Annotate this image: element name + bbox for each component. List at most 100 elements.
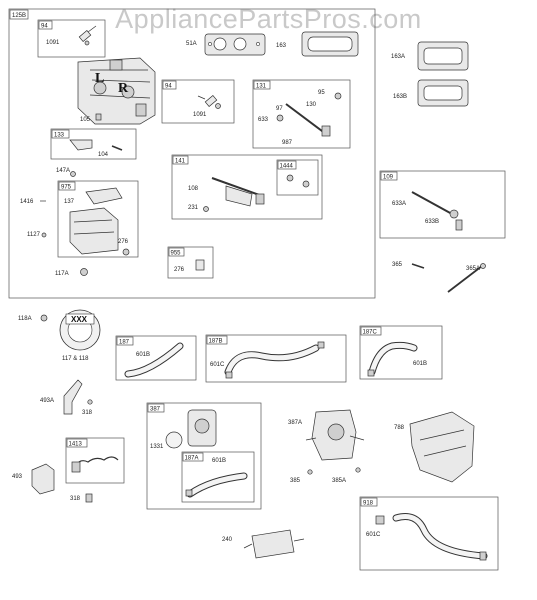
stud-365a xyxy=(447,263,486,293)
gasket-163b xyxy=(417,79,469,107)
box-141 xyxy=(171,154,323,220)
label-97: 97 xyxy=(276,106,283,112)
label-95: 95 xyxy=(318,90,325,96)
needle-valve-part xyxy=(78,25,97,46)
label-133: 133 xyxy=(54,133,65,139)
label-51a: 51A xyxy=(186,41,197,47)
carburetor-body: L R xyxy=(77,57,156,125)
label-385: 385 xyxy=(290,478,301,484)
box-387 xyxy=(146,402,262,510)
label-118a: 118A xyxy=(18,316,32,322)
bracket-493 xyxy=(31,463,55,495)
box-133 xyxy=(50,128,137,160)
choke-shaft-141 xyxy=(203,174,310,212)
label-1416: 1416 xyxy=(20,199,34,205)
label-94-top: 94 xyxy=(41,24,48,30)
bracket-493a xyxy=(63,379,83,415)
box-1413 xyxy=(65,437,125,484)
label-601c-b: 601C xyxy=(366,532,381,538)
bracket-788 xyxy=(409,411,475,483)
label-987: 987 xyxy=(282,140,293,146)
label-633: 633 xyxy=(258,117,269,123)
shaft-109 xyxy=(411,191,463,231)
label-163a: 163A xyxy=(391,54,405,60)
label-385a: 385A xyxy=(332,478,346,484)
label-1444: 1444 xyxy=(280,164,294,170)
label-163b: 163B xyxy=(393,94,407,100)
fuel-filter-240 xyxy=(243,529,305,559)
label-601b-b: 601B xyxy=(413,361,427,367)
label-187c: 187C xyxy=(363,330,378,336)
label-L: L xyxy=(95,71,104,86)
label-240: 240 xyxy=(222,537,233,543)
label-975: 975 xyxy=(61,185,72,191)
needle-valve-part-2 xyxy=(197,94,221,109)
label-601b-a: 601B xyxy=(136,352,150,358)
label-1127: 1127 xyxy=(27,232,41,238)
label-387a: 387A xyxy=(288,420,302,426)
label-318-b: 318 xyxy=(70,496,81,502)
label-187a: 187A xyxy=(185,456,199,462)
hose-918 xyxy=(375,513,488,561)
gasket-kit-117-118: XXX xyxy=(59,309,101,351)
box-109 xyxy=(379,170,506,239)
label-601b-c: 601B xyxy=(212,458,226,464)
label-276-a: 276 xyxy=(118,239,129,245)
label-955: 955 xyxy=(171,251,182,257)
label-104: 104 xyxy=(98,152,109,158)
box-187c xyxy=(359,325,443,380)
label-117a: 117A xyxy=(55,271,69,277)
label-187: 187 xyxy=(119,340,130,346)
float-bowl-975 xyxy=(69,187,130,256)
label-365a: 365A xyxy=(466,266,480,272)
box-187 xyxy=(115,335,197,381)
box-131 xyxy=(252,79,351,149)
bolt-365 xyxy=(411,263,425,269)
spring-1413 xyxy=(71,456,119,473)
label-276-b: 276 xyxy=(174,267,185,273)
label-601c: 601C xyxy=(210,362,225,368)
fuel-pump-cover-387 xyxy=(165,409,217,449)
gasket-51a xyxy=(204,33,266,56)
label-187b: 187B xyxy=(209,339,223,345)
label-131: 131 xyxy=(256,84,267,90)
label-318-a: 318 xyxy=(82,410,93,416)
gasket-163a xyxy=(417,41,469,71)
hose-187 xyxy=(124,342,184,378)
label-493a: 493A xyxy=(40,398,54,404)
label-117-and-118: 117 & 118 xyxy=(62,356,89,362)
throttle-shaft-131 xyxy=(276,92,342,137)
label-633a: 633A xyxy=(392,201,406,207)
group-125b: 125B 94 1091 L R 105 51A xyxy=(8,8,376,299)
label-633b: 633B xyxy=(425,219,439,225)
bracket-133 xyxy=(69,139,123,151)
label-387: 387 xyxy=(150,407,161,413)
hose-187b xyxy=(224,341,325,379)
label-231: 231 xyxy=(188,205,199,211)
label-163: 163 xyxy=(276,43,287,49)
hose-187c xyxy=(367,341,418,377)
label-125b: 125B xyxy=(12,13,26,19)
label-365: 365 xyxy=(392,262,403,268)
box-975 xyxy=(57,180,139,258)
label-1091-mid: 1091 xyxy=(193,112,207,118)
hose-187a xyxy=(185,472,248,498)
gasket-163 xyxy=(301,31,359,57)
label-137: 137 xyxy=(64,199,75,205)
label-1413: 1413 xyxy=(69,442,83,448)
box-94-mid xyxy=(161,79,235,124)
label-130: 130 xyxy=(306,102,317,108)
label-493: 493 xyxy=(12,474,23,480)
fuel-pump-387a xyxy=(305,409,365,461)
box-955 xyxy=(167,246,214,279)
label-94-mid: 94 xyxy=(165,84,172,90)
label-108: 108 xyxy=(188,186,199,192)
label-141: 141 xyxy=(175,159,186,165)
label-1331: 1331 xyxy=(150,444,164,450)
box-94-top xyxy=(37,19,106,58)
label-R: R xyxy=(118,81,129,96)
label-xxx: XXX xyxy=(71,315,88,324)
label-1091-top: 1091 xyxy=(46,40,60,46)
box-125b xyxy=(8,8,376,299)
